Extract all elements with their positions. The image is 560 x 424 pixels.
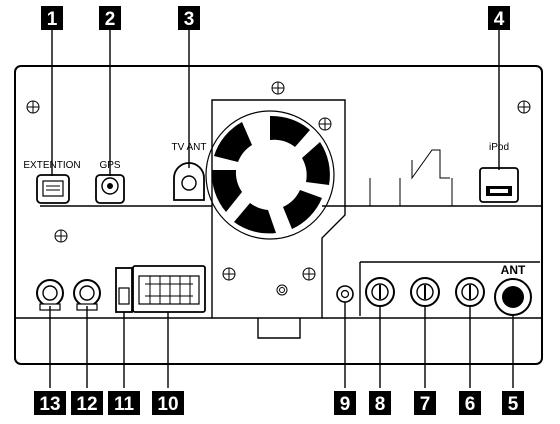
main-harness-connector-10 — [132, 265, 206, 313]
rca-jack-7 — [410, 277, 440, 307]
svg-text:12: 12 — [76, 394, 97, 415]
mini-jack-9 — [336, 285, 354, 303]
svg-text:5: 5 — [508, 394, 519, 415]
svg-text:6: 6 — [465, 394, 476, 415]
callout-4: 4 — [488, 6, 510, 30]
chassis — [14, 65, 543, 365]
callout-1: 1 — [41, 6, 63, 30]
callout-11: 11 — [108, 391, 140, 415]
screw-icons — [26, 81, 531, 281]
callout-2: 2 — [99, 6, 121, 30]
cooling-fan — [205, 99, 346, 339]
small-connector-11 — [115, 267, 133, 313]
rca-jack-6 — [455, 277, 485, 307]
svg-text:10: 10 — [157, 394, 178, 415]
screw-icon — [54, 229, 68, 243]
svg-text:3: 3 — [184, 9, 195, 30]
screw-icon — [517, 100, 531, 114]
svg-text:1: 1 — [47, 9, 58, 30]
svg-text:4: 4 — [494, 9, 505, 30]
screw-icon — [26, 100, 40, 114]
screw-icon — [271, 81, 285, 95]
callout-6: 6 — [459, 391, 481, 415]
callout-8: 8 — [369, 391, 391, 415]
callout-9: 9 — [334, 391, 356, 415]
screw-icon — [222, 267, 236, 281]
svg-text:8: 8 — [375, 394, 386, 415]
callout-3: 3 — [178, 6, 200, 30]
screw-icon — [302, 267, 316, 281]
rca-jack-8 — [365, 277, 395, 307]
rca-jack-12 — [73, 279, 101, 311]
callout-13: 13 — [34, 391, 66, 415]
svg-text:13: 13 — [39, 394, 60, 415]
rca-jack-13 — [36, 279, 64, 311]
callout-12: 12 — [71, 391, 103, 415]
callout-5: 5 — [502, 391, 524, 415]
ant-label: ANT — [501, 263, 526, 277]
svg-text:11: 11 — [114, 394, 135, 415]
leader-lines — [49, 30, 514, 388]
callout-10: 10 — [152, 391, 184, 415]
svg-text:9: 9 — [340, 394, 351, 415]
svg-text:2: 2 — [105, 9, 116, 30]
callout-7: 7 — [414, 391, 436, 415]
svg-text:7: 7 — [420, 394, 431, 415]
screw-icon — [318, 117, 332, 131]
